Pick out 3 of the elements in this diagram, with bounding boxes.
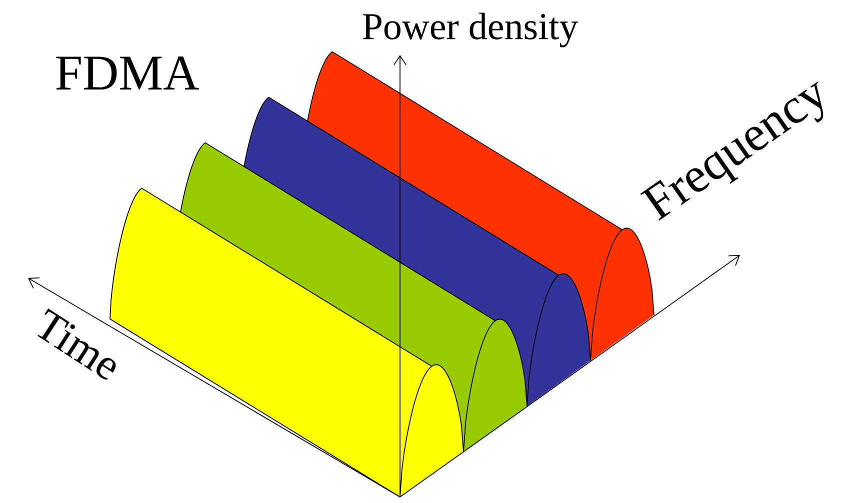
- axis-label: Time: [38, 308, 116, 380]
- title: FDMA: [56, 56, 199, 90]
- axis-label: Power density: [362, 12, 578, 48]
